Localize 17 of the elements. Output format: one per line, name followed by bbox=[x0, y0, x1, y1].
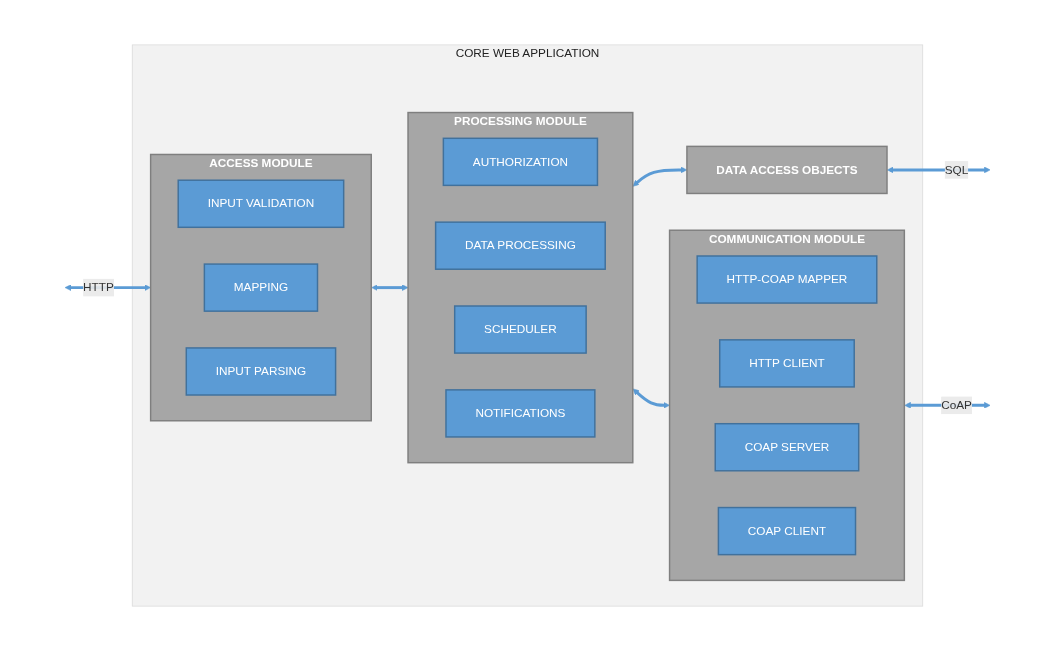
node-box: INPUT VALIDATION bbox=[177, 179, 345, 229]
node-box: DATA PROCESSING bbox=[434, 221, 606, 270]
node-box: COAP SERVER bbox=[714, 422, 860, 472]
node-box: NOTIFICATIONS bbox=[445, 389, 596, 438]
node-box: MAPPING bbox=[203, 263, 319, 312]
node-box: INPUT PARSING bbox=[185, 347, 337, 396]
node-box: DATA ACCESS OBJECTS bbox=[686, 145, 888, 195]
edge-label: HTTP bbox=[83, 281, 114, 294]
node-box: HTTP CLIENT bbox=[719, 339, 855, 388]
arrow bbox=[632, 388, 670, 409]
node-box: COAP CLIENT bbox=[717, 506, 857, 556]
node-box: AUTHORIZATION bbox=[442, 137, 599, 187]
node-box: SCHEDULER bbox=[453, 305, 587, 354]
edge-label: SQL bbox=[944, 163, 969, 176]
arrow bbox=[371, 284, 409, 291]
node-box: HTTP-COAP MAPPER bbox=[696, 255, 878, 304]
edge-label: CoAP bbox=[941, 398, 972, 412]
